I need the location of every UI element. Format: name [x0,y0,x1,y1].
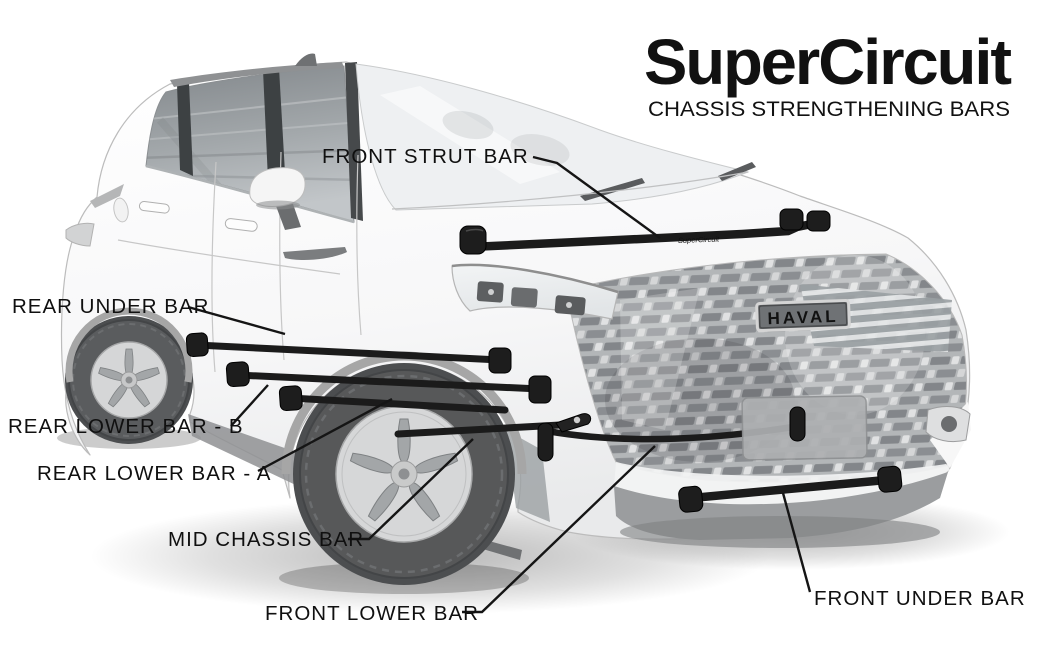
front-under-bar-label: FRONT UNDER BAR [814,587,1026,610]
wiper-right [718,162,756,181]
rear-lower-bar-b-part [225,361,552,404]
cowl-line [391,171,749,210]
front-strut-bar-label: FRONT STRUT BAR [322,145,529,168]
vehicle-illustration: HAVAL [57,53,1010,614]
mid-chassis-bar-leader-line [348,438,474,541]
front-lower-bar-label: FRONT LOWER BAR [265,602,479,625]
haval-badge: HAVAL [755,299,851,332]
front-strut-bar-part: SuperCircuit [459,208,831,255]
callout-rear-lower-bar-a: REAR LOWER BAR - A [37,397,393,485]
door-handle-front [224,218,258,232]
rear-lower-bar-a-label: REAR LOWER BAR - A [37,462,271,485]
front-under-bar-part [678,465,903,513]
front-lower-bar-part [537,406,806,462]
mid-chassis-bar-part [394,413,592,438]
callout-front-lower-bar: FRONT LOWER BAR [265,445,656,625]
rear-wheel [65,316,193,444]
callout-front-strut-bar: FRONT STRUT BAR [322,145,661,239]
rear-wheel-arch [65,307,193,383]
headlight [451,263,619,320]
rear-under-bar-leader-line [187,305,286,336]
rear-lower-bar-a-leader-line [257,397,393,473]
rocker-panel [188,414,302,488]
brand-tagline: CHASSIS STRENGTHENING BARS [648,97,1010,121]
rear-lower-bar-b-label: REAR LOWER BAR - B [8,415,244,438]
front-under-bar-leader-line [781,492,812,593]
fog-lamp [925,406,971,443]
rear-under-bar-part [185,332,512,374]
rear-lower-bar-a-part [278,385,509,414]
callout-rear-under-bar: REAR UNDER BAR [12,295,286,336]
strut-bar-marking-text: SuperCircuit [678,235,720,245]
fuel-door [113,197,129,223]
wiper-left [580,178,645,201]
front-wheel [293,363,515,585]
rear-under-bar-label: REAR UNDER BAR [12,295,209,318]
mid-chassis-bar-label: MID CHASSIS BAR [168,528,364,551]
front-strut-bar-leader-line [532,155,661,239]
windshield [355,63,756,211]
brand-header: SuperCircuit CHASSIS STRENGTHENING BARS [644,26,1014,121]
door-trim-blade [283,247,347,260]
haval-badge-text: HAVAL [767,307,839,328]
rear-spoiler [90,184,124,208]
c-pillar [177,82,193,176]
door-handle-rear [138,201,170,214]
front-lower-bar-leader-line [462,445,656,614]
strengthening-bars: SuperCircuit [185,208,903,513]
roof-rail [170,62,344,87]
a-pillar [345,62,363,221]
brand-logo: SuperCircuit [644,26,1012,98]
side-mirror [249,167,306,230]
antenna-fin [295,53,317,66]
rear-lamp [65,222,95,247]
callout-front-under-bar: FRONT UNDER BAR [781,492,1026,610]
callouts: FRONT STRUT BAR REAR UNDER BAR REAR LOWE… [8,145,1026,625]
callout-mid-chassis-bar: MID CHASSIS BAR [168,438,474,551]
rear-lower-bar-b-leader-line [230,384,269,427]
callout-rear-lower-bar-b: REAR LOWER BAR - B [8,384,269,438]
